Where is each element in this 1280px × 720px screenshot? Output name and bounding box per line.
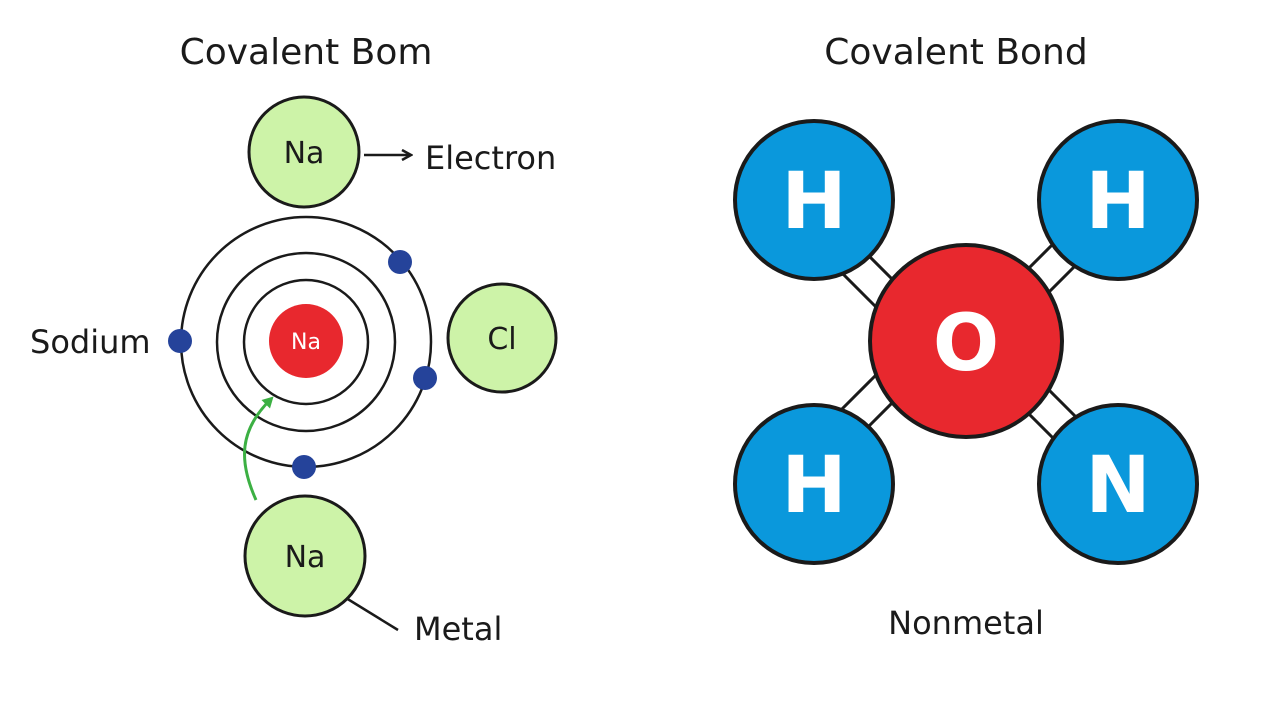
metal-leader-line: [345, 596, 399, 632]
top-sodium-atom: [247, 95, 361, 209]
chlorine-atom-label: Cl: [487, 322, 516, 357]
hydrogen-atom-top-left: [733, 119, 895, 281]
bottom-sodium-atom: [243, 494, 367, 618]
inner-electron-shell: [242, 278, 370, 406]
oxygen-atom-label: O: [933, 299, 999, 389]
metal-label: Metal: [414, 610, 502, 648]
electron-dot: [292, 455, 316, 479]
electron-transfer-arrow: [243, 396, 274, 501]
hydrogen-atom-top-right: [1037, 119, 1199, 281]
oxygen-atom: [868, 243, 1064, 439]
sodium-nucleus: [269, 304, 343, 378]
nitrogen-atom-bottom-right-label: N: [1085, 441, 1150, 531]
electron-dot: [168, 329, 192, 353]
nitrogen-atom-bottom-right: [1037, 403, 1199, 565]
hydrogen-atom-top-right-label: H: [1085, 157, 1150, 247]
hydrogen-atom-bottom-left: [733, 403, 895, 565]
nonmetal-label: Nonmetal: [888, 604, 1044, 642]
sodium-label: Sodium: [30, 323, 151, 361]
left-panel-title: Covalent Bom: [180, 32, 433, 73]
chlorine-atom: [446, 282, 558, 394]
middle-electron-shell: [215, 251, 397, 433]
top-sodium-atom-label: Na: [284, 136, 325, 171]
right-panel-title: Covalent Bond: [824, 32, 1087, 73]
electron-dot: [388, 250, 412, 274]
hydrogen-atom-bottom-left-label: H: [781, 441, 846, 531]
electron-label: Electron: [425, 139, 556, 177]
sodium-nucleus-label: Na: [291, 330, 321, 355]
bottom-sodium-atom-label: Na: [285, 540, 326, 575]
electron-dot: [413, 366, 437, 390]
hydrogen-atom-top-left-label: H: [781, 157, 846, 247]
